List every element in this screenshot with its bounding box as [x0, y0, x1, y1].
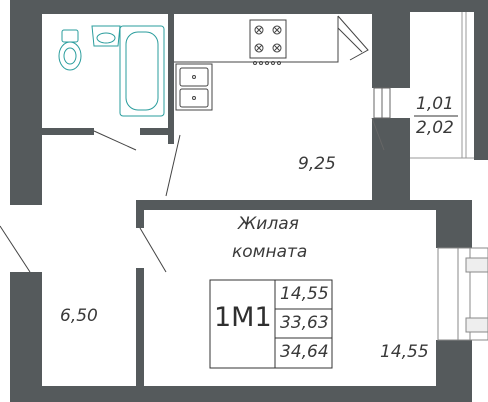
- wall-bathroom-right: [168, 14, 174, 144]
- total-with-balcony-value: 34,64: [280, 342, 329, 362]
- living-room-name-line1: Жилая: [238, 214, 299, 234]
- balcony-area-bottom-label: 2,02: [416, 118, 454, 138]
- wall-living-right-upper: [436, 200, 472, 248]
- wall-hall-divider: [136, 200, 144, 228]
- sink-icon: [175, 63, 213, 111]
- balcony-glazing: [410, 12, 474, 159]
- washbasin-icon: [91, 25, 121, 47]
- door-swings: [0, 130, 181, 273]
- wall-kitchen-right-upper: [372, 14, 410, 88]
- wall-kitchen-right-lower: [372, 118, 410, 208]
- total-area-value: 33,63: [280, 313, 329, 333]
- wall-balcony-right: [474, 0, 488, 160]
- wall-left-lower: [10, 272, 42, 402]
- apartment-info-box: [209, 279, 333, 369]
- walls: [10, 0, 488, 402]
- wall-living-top: [136, 200, 444, 210]
- apartment-type-label: 1М1: [214, 302, 272, 333]
- wall-left-upper: [10, 0, 42, 205]
- stove-icon: [249, 19, 287, 65]
- bathtub-icon: [119, 25, 165, 117]
- living-room-area-label: 14,55: [380, 342, 429, 362]
- balcony-door: [371, 87, 391, 151]
- living-room-window: [437, 247, 488, 341]
- wall-living-right-lower: [436, 340, 472, 402]
- living-area-value: 14,55: [280, 284, 329, 304]
- wall-hall-divider-lower: [136, 268, 144, 386]
- living-room-name-line2: комната: [232, 242, 308, 262]
- wall-bottom: [10, 386, 440, 402]
- wall-bathroom-bottom-right: [140, 128, 174, 135]
- balcony-area-top-label: 1,01: [416, 94, 454, 114]
- wall-balcony-top: [408, 0, 488, 12]
- wall-bathroom-bottom-left: [42, 128, 94, 135]
- wall-top: [10, 0, 410, 14]
- kitchen-area-label: 9,25: [298, 154, 336, 174]
- toilet-icon: [58, 29, 82, 71]
- hallway-area-label: 6,50: [60, 306, 98, 326]
- kitchen-counter: [174, 15, 369, 63]
